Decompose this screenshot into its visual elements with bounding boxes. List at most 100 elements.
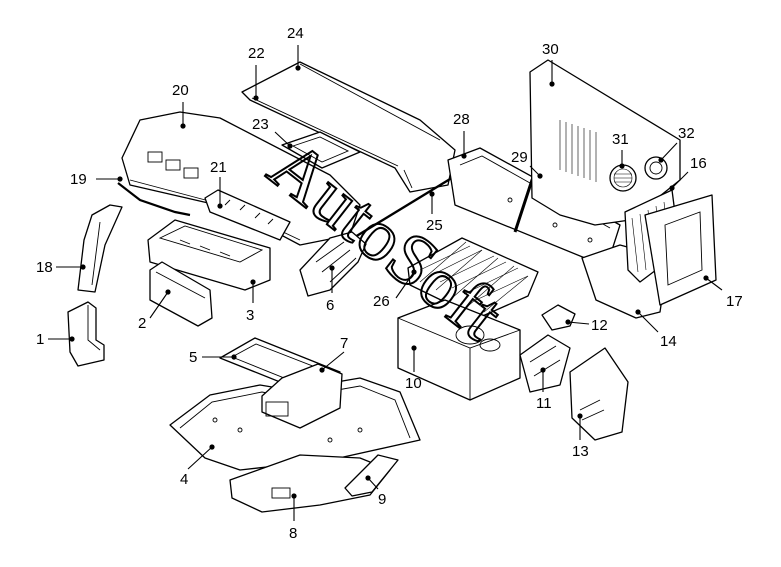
callout-16: 16 <box>669 155 707 191</box>
callout-dot-21 <box>217 203 223 209</box>
part-13-rear-trim <box>569 347 629 441</box>
callout-dot-11 <box>540 367 546 373</box>
part-11-bracket-assembly <box>519 334 571 393</box>
callout-number-31: 31 <box>612 131 629 148</box>
callout-number-19: 19 <box>70 171 87 188</box>
callout-1: 1 <box>36 331 75 348</box>
callout-29: 29 <box>511 149 543 179</box>
callout-dot-31 <box>619 163 625 169</box>
callout-25: 25 <box>426 191 443 234</box>
callout-number-29: 29 <box>511 149 528 166</box>
callout-21: 21 <box>210 159 227 209</box>
callout-dot-22 <box>253 95 259 101</box>
callout-dot-2 <box>165 289 171 295</box>
callout-dot-4 <box>209 444 215 450</box>
callout-4: 4 <box>180 444 215 488</box>
callout-number-11: 11 <box>536 395 552 412</box>
callout-number-24: 24 <box>287 25 304 42</box>
part-18-pillar-trim <box>77 204 123 293</box>
callout-dot-29 <box>537 173 543 179</box>
callout-number-7: 7 <box>340 335 348 352</box>
callout-14: 14 <box>635 309 677 350</box>
part-6-duct-hose <box>299 231 367 297</box>
part-26-insulation-mat <box>407 237 539 319</box>
callout-32: 32 <box>658 125 695 163</box>
callout-number-21: 21 <box>210 159 227 176</box>
callout-2: 2 <box>138 289 171 332</box>
part-1-lower-trim <box>67 301 105 367</box>
part-21-control-panel <box>204 189 291 241</box>
callout-dot-28 <box>461 153 467 159</box>
callout-dot-18 <box>80 264 86 270</box>
callout-7: 7 <box>319 335 348 373</box>
callout-13: 13 <box>572 413 589 460</box>
callout-20: 20 <box>172 82 189 129</box>
callout-31: 31 <box>612 131 629 169</box>
callout-dot-3 <box>250 279 256 285</box>
part-12-bracket <box>541 304 576 331</box>
callout-dot-24 <box>295 65 301 71</box>
callout-23: 23 <box>252 116 293 149</box>
part-32-speaker-cover <box>644 156 668 180</box>
callout-dot-5 <box>231 354 237 360</box>
callout-11: 11 <box>536 367 552 412</box>
callout-number-6: 6 <box>326 297 334 314</box>
callout-30: 30 <box>542 41 559 87</box>
callout-number-18: 18 <box>36 259 53 276</box>
callout-dot-26 <box>411 269 417 275</box>
callout-dot-13 <box>577 413 583 419</box>
callout-8: 8 <box>289 493 297 542</box>
callout-leader-12 <box>567 321 590 325</box>
part-24-roof-panel <box>241 61 456 193</box>
callout-dot-14 <box>635 309 641 315</box>
part-19-seal-strip <box>117 182 191 217</box>
part-17-door-frame <box>644 194 717 306</box>
callout-dot-17 <box>703 275 709 281</box>
callout-dot-8 <box>291 493 297 499</box>
callout-leader-2 <box>149 291 169 319</box>
callout-leader-14 <box>637 311 659 333</box>
callout-number-8: 8 <box>289 525 297 542</box>
callout-10: 10 <box>405 345 422 392</box>
part-10-console-box <box>397 299 521 401</box>
callout-number-22: 22 <box>248 45 265 62</box>
callout-number-20: 20 <box>172 82 189 99</box>
part-9-arch-trim <box>344 454 399 497</box>
callout-number-23: 23 <box>252 116 269 133</box>
callout-dot-1 <box>69 336 75 342</box>
part-23-roof-hatch <box>281 131 361 169</box>
callout-dot-16 <box>669 185 675 191</box>
callout-leader-7 <box>321 351 345 371</box>
part-2-glovebox-lid <box>149 261 213 327</box>
callout-dot-20 <box>180 123 186 129</box>
callout-number-4: 4 <box>180 471 188 488</box>
callout-leader-23 <box>274 131 291 147</box>
callout-dot-25 <box>429 191 435 197</box>
part-31-speaker-grille <box>609 164 637 192</box>
part-25-seal-strip <box>349 174 456 242</box>
callout-6: 6 <box>326 265 335 314</box>
callout-3: 3 <box>246 279 256 324</box>
callout-9: 9 <box>365 475 386 508</box>
callout-number-12: 12 <box>591 317 608 334</box>
callout-number-9: 9 <box>378 491 386 508</box>
callout-leader-26 <box>395 271 415 299</box>
parts-layer <box>67 59 717 513</box>
callout-number-16: 16 <box>690 155 707 172</box>
callout-dot-12 <box>565 319 571 325</box>
callout-leader-16 <box>671 171 689 189</box>
callout-19: 19 <box>70 171 123 188</box>
callout-dot-30 <box>549 81 555 87</box>
callout-leader-32 <box>660 142 678 161</box>
callout-12: 12 <box>565 317 608 334</box>
callout-dot-9 <box>365 475 371 481</box>
callout-dot-23 <box>287 143 293 149</box>
callout-number-2: 2 <box>138 315 146 332</box>
callout-number-30: 30 <box>542 41 559 58</box>
callout-dot-7 <box>319 367 325 373</box>
callout-22: 22 <box>248 45 265 101</box>
callout-24: 24 <box>287 25 304 71</box>
callout-dot-6 <box>329 265 335 271</box>
